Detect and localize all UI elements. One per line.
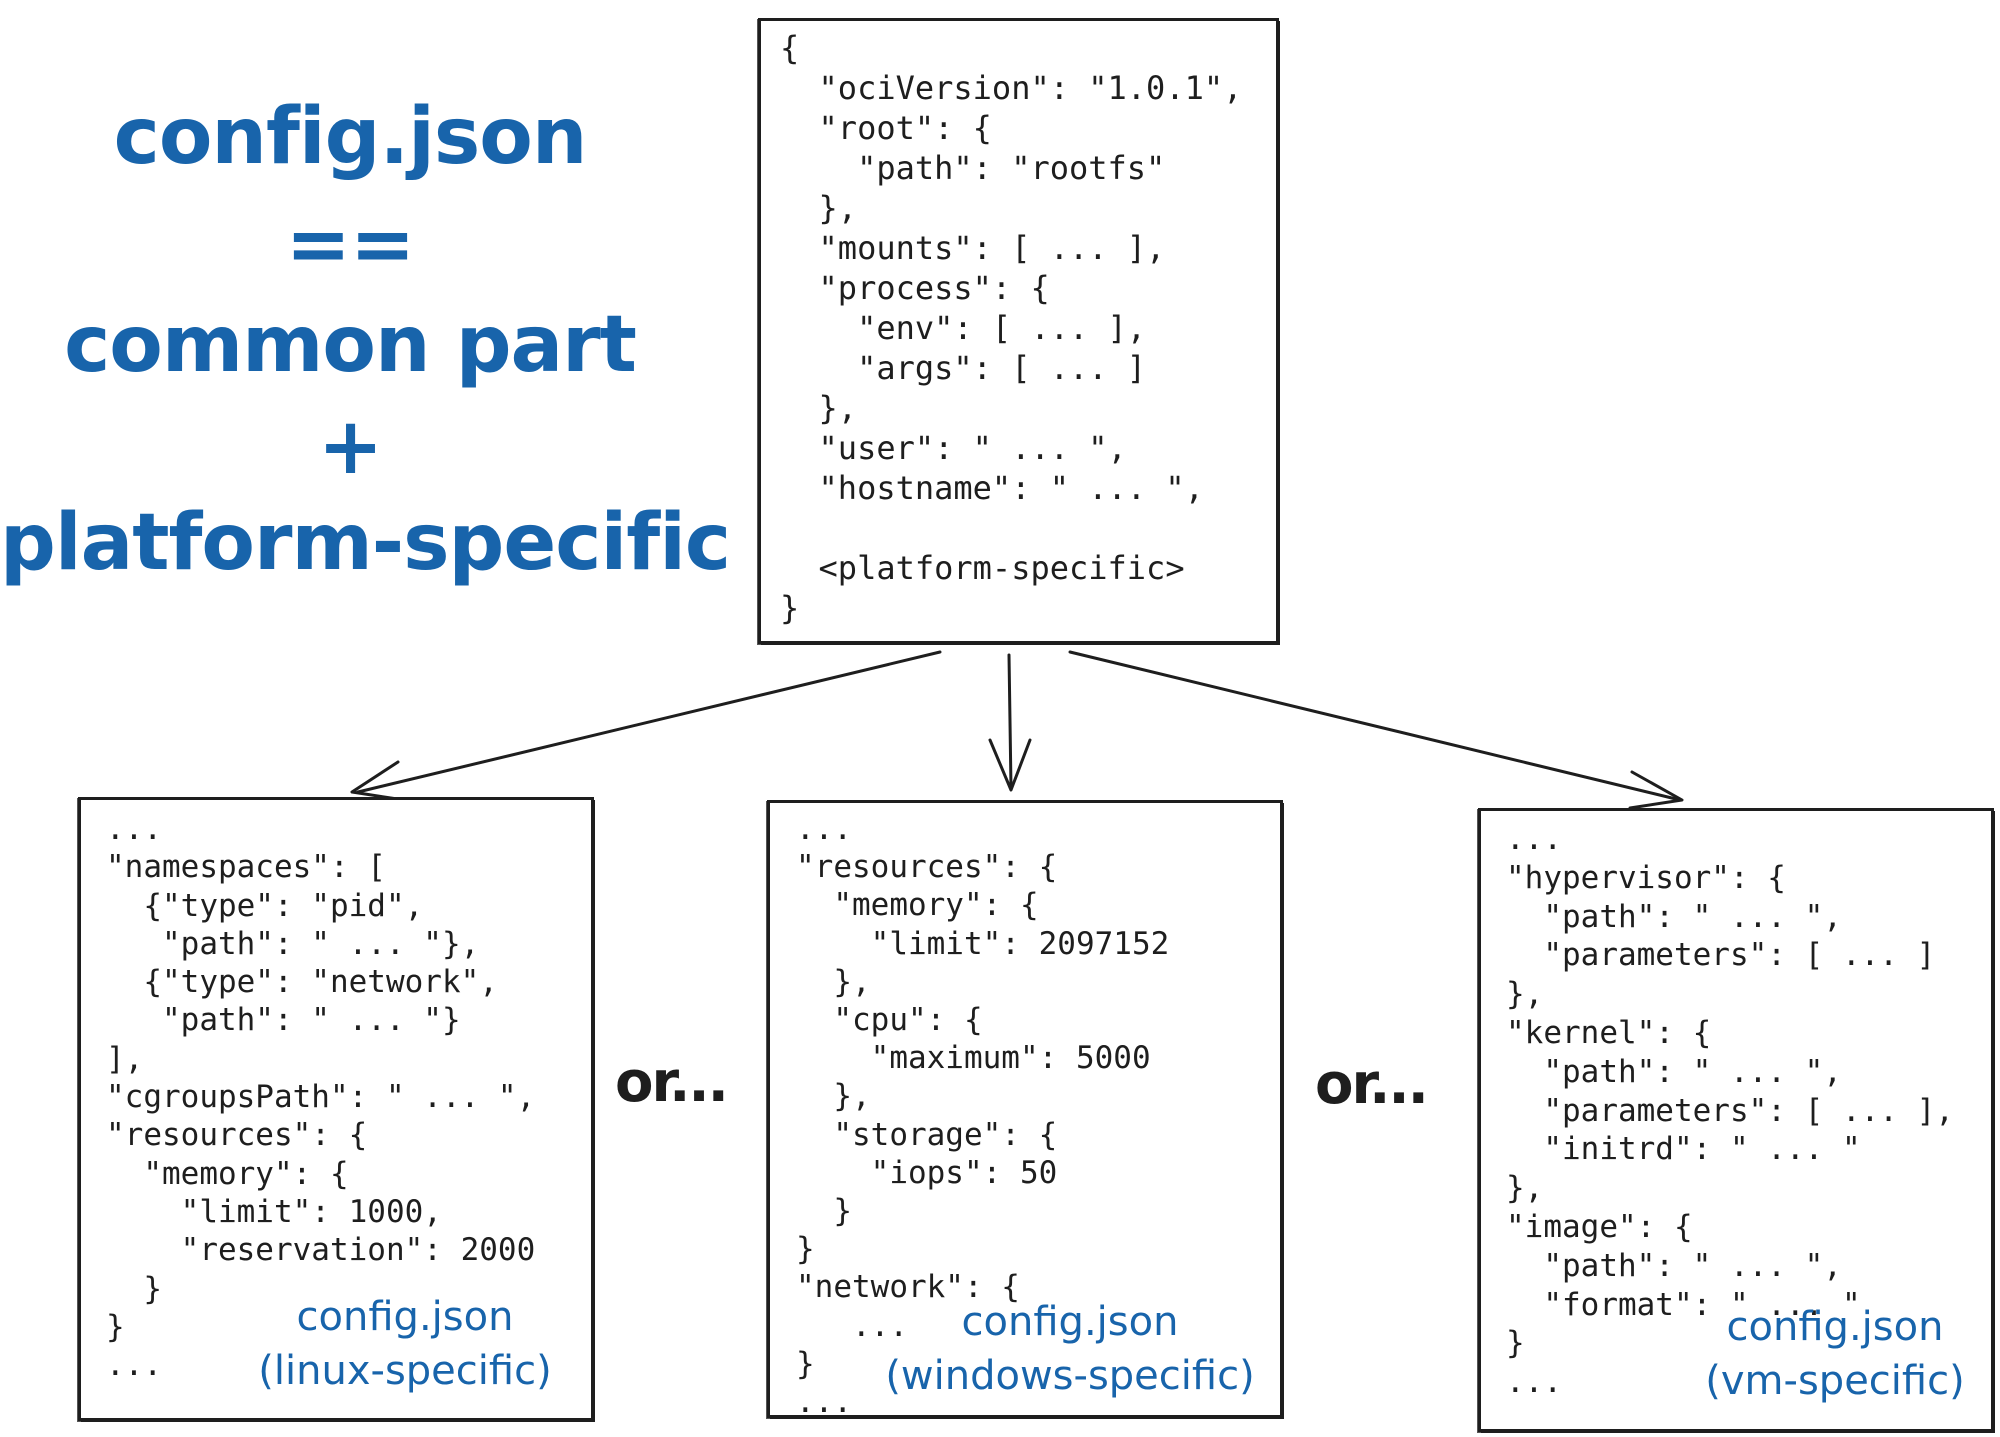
- windows-caption-subtitle: (windows-specific): [885, 1353, 1255, 1399]
- arrow-to-windows: [1007, 653, 1013, 790]
- vm-caption-subtitle: (vm-specific): [1705, 1358, 1965, 1404]
- arrow-head-windows: [988, 738, 1032, 792]
- linux-caption: config.json (linux-specific): [225, 1290, 585, 1398]
- or-separator-left: or...: [615, 1050, 729, 1115]
- linux-caption-title: config.json: [296, 1294, 514, 1340]
- title-line-platform-specific: platform-specific: [0, 498, 731, 588]
- or-separator-right: or...: [1315, 1052, 1429, 1117]
- title-line-config-json: config.json: [113, 92, 588, 182]
- windows-caption: config.json (windows-specific): [870, 1295, 1270, 1403]
- linux-config-code: ... "namespaces": [ {"type": "pid", "pat…: [106, 811, 536, 1384]
- vm-caption: config.json (vm-specific): [1690, 1300, 1980, 1408]
- vm-config-box: [1478, 808, 1994, 1432]
- windows-config-box: [767, 800, 1283, 1418]
- vm-config-code: ... "hypervisor": { "path": " ... ", "pa…: [1506, 821, 1954, 1401]
- arrow-to-vm: [1068, 650, 1682, 802]
- title-line-equals: ==: [285, 200, 416, 290]
- linux-caption-subtitle: (linux-specific): [258, 1348, 552, 1394]
- windows-caption-title: config.json: [961, 1299, 1179, 1345]
- linux-config-box: [78, 797, 594, 1421]
- vm-caption-title: config.json: [1726, 1304, 1944, 1350]
- common-config-code: { "ociVersion": "1.0.1", "root": { "path…: [780, 29, 1243, 627]
- diagram-title: config.json == common part + platform-sp…: [0, 92, 731, 604]
- title-line-common-part: common part: [64, 300, 637, 390]
- arrow-to-linux: [356, 650, 942, 794]
- windows-config-code: ... "resources": { "memory": { "limit": …: [796, 811, 1170, 1421]
- common-config-box: [758, 18, 1279, 644]
- title-line-plus: +: [317, 402, 383, 492]
- arrow-head-vm: [1628, 770, 1684, 810]
- arrow-head-linux: [350, 760, 406, 802]
